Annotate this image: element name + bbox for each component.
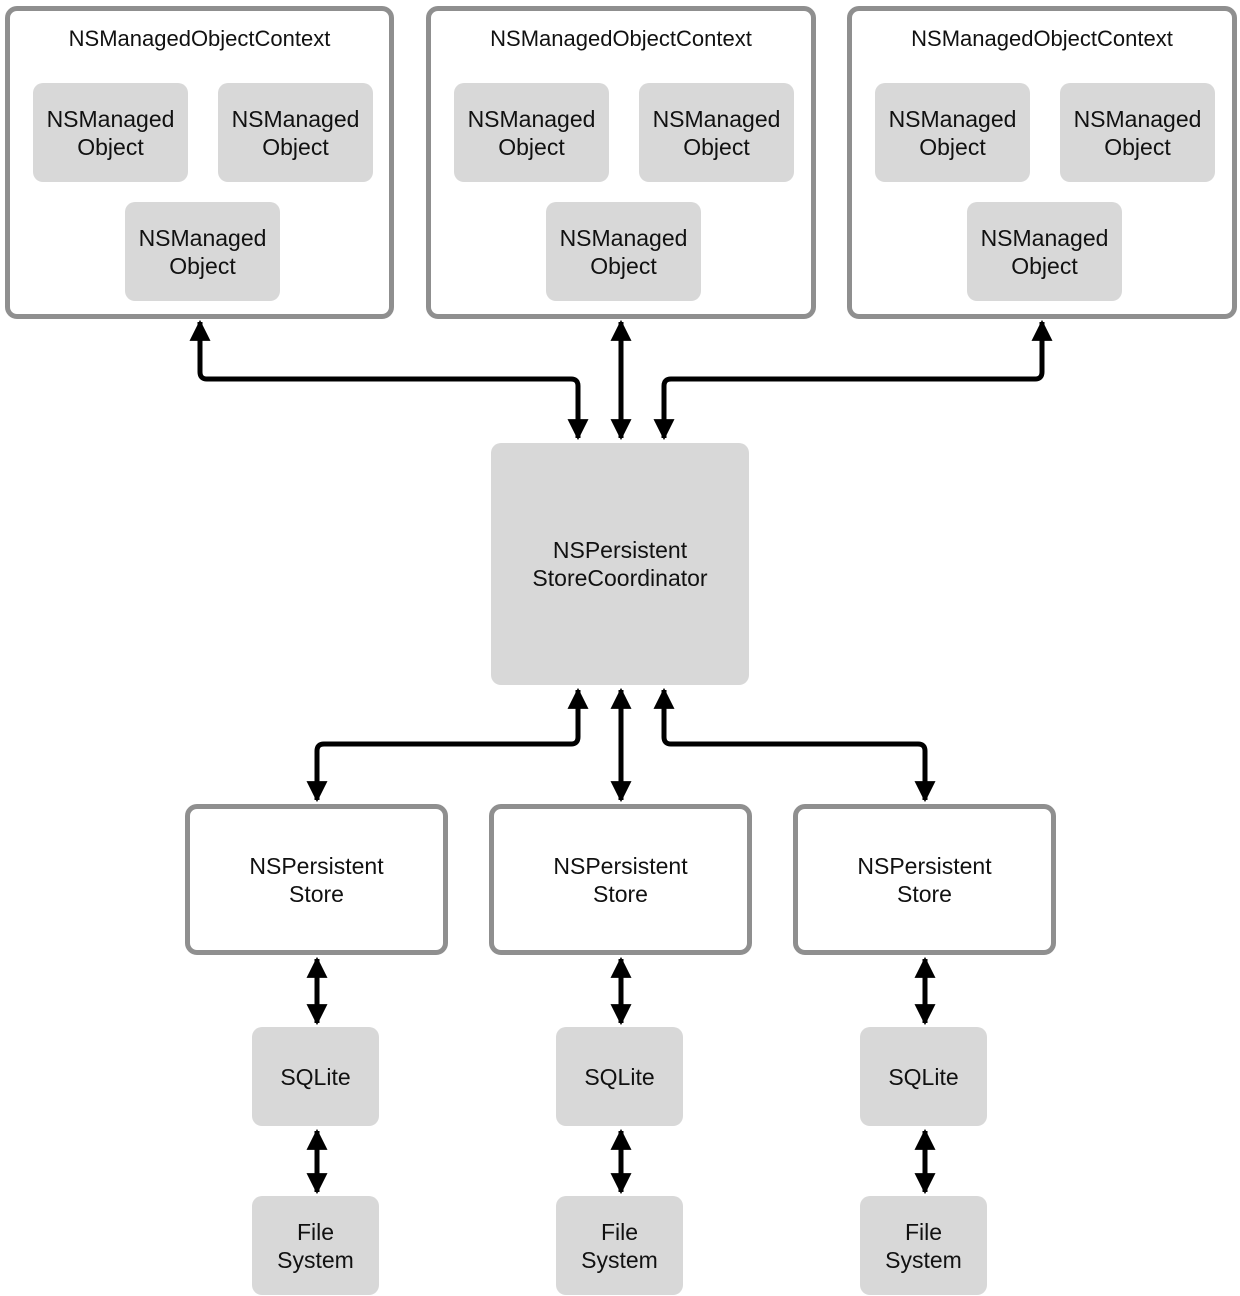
persistent-store-2: NSPersistent Store <box>489 804 752 955</box>
file-system-2: File System <box>556 1196 683 1295</box>
arrow-context1-coordinator <box>189 319 589 441</box>
sqlite-backend-3: SQLite <box>860 1027 987 1126</box>
managed-object: NSManaged Object <box>125 202 280 301</box>
persistent-store-3: NSPersistent Store <box>793 804 1056 955</box>
arrow-context3-coordinator <box>653 319 1053 441</box>
arrow-coordinator-store3 <box>653 687 936 803</box>
persistent-store-coordinator: NSPersistent StoreCoordinator <box>491 443 749 685</box>
context-title: NSManagedObjectContext <box>68 26 331 51</box>
file-system-1: File System <box>252 1196 379 1295</box>
managed-object: NSManaged Object <box>454 83 609 182</box>
managed-object: NSManaged Object <box>218 83 373 182</box>
store-label: NSPersistent Store <box>553 852 688 907</box>
managed-object-context-1: NSManagedObjectContext NSManaged Object … <box>5 6 394 319</box>
managed-object: NSManaged Object <box>875 83 1030 182</box>
file-system-3: File System <box>860 1196 987 1295</box>
managed-object-context-2: NSManagedObjectContext NSManaged Object … <box>426 6 816 319</box>
managed-object: NSManaged Object <box>1060 83 1215 182</box>
managed-object: NSManaged Object <box>639 83 794 182</box>
context-title: NSManagedObjectContext <box>911 26 1173 51</box>
store-label: NSPersistent Store <box>857 852 992 907</box>
persistent-store-1: NSPersistent Store <box>185 804 448 955</box>
arrow-coordinator-store1 <box>306 687 589 803</box>
sqlite-backend-2: SQLite <box>556 1027 683 1126</box>
managed-object: NSManaged Object <box>33 83 188 182</box>
managed-object: NSManaged Object <box>546 202 701 301</box>
sqlite-backend-1: SQLite <box>252 1027 379 1126</box>
context-title: NSManagedObjectContext <box>490 26 752 51</box>
managed-object: NSManaged Object <box>967 202 1122 301</box>
store-label: NSPersistent Store <box>249 852 384 907</box>
managed-object-context-3: NSManagedObjectContext NSManaged Object … <box>847 6 1237 319</box>
